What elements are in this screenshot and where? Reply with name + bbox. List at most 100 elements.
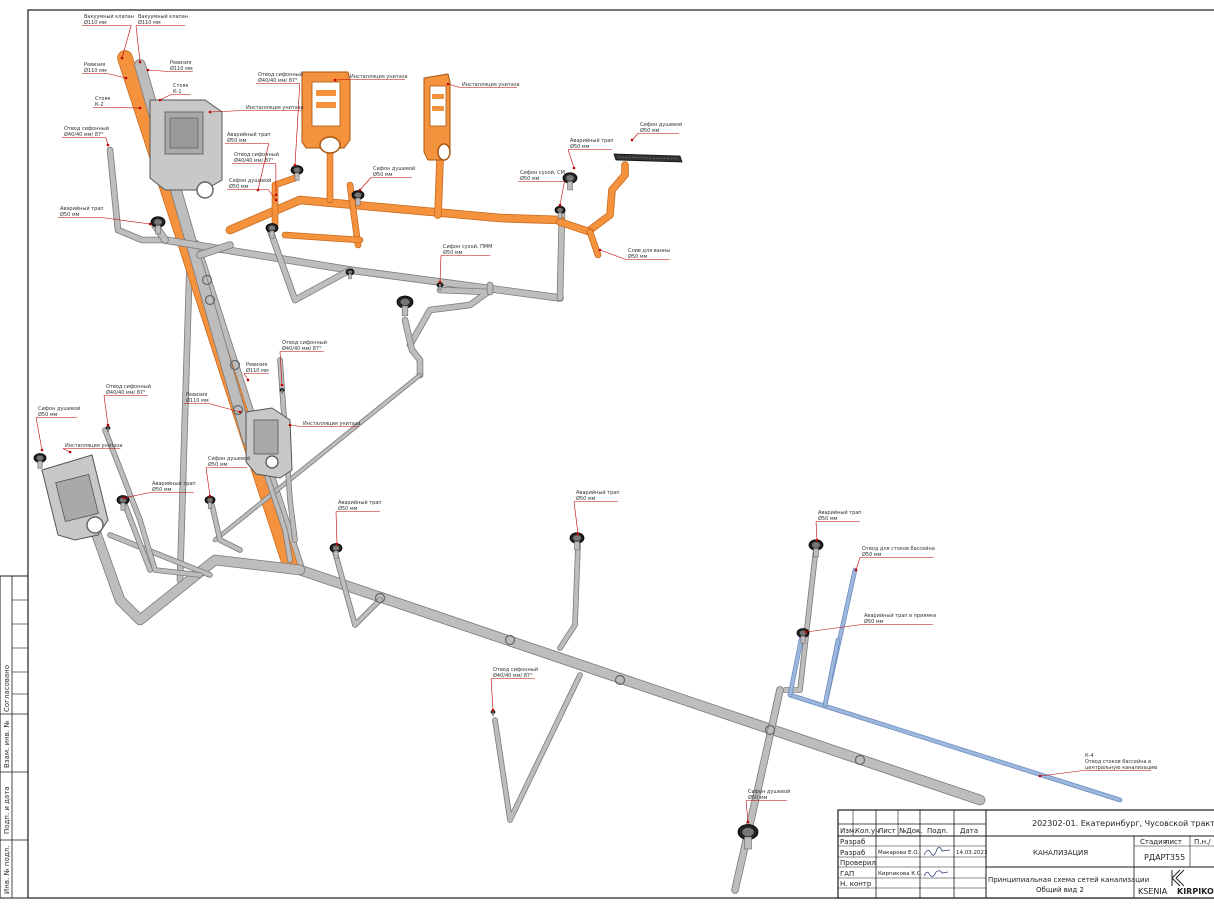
annotation-inst5-line-1: Инсталляция унитаза [65,443,123,449]
tb-date-2: 14.03.2023 [956,850,988,856]
pipe-segment-32 [557,542,581,651]
annotation-stk2-line-2: К-2 [95,102,104,108]
annotation-avt1-line-1: Аварийный трап [227,131,271,138]
pipe-segment-11 [434,156,444,219]
tb-role-5: Н. контр [840,880,872,888]
pipe-coupling-2 [229,359,241,371]
pipe-segment-15 [556,218,594,236]
pipe-segment-21 [401,316,424,379]
annotation-otv4-line-2: Ø40/40 мм/ 87° [282,345,322,352]
annotation-sliv-line-1: Слив для ванны [628,248,670,254]
annotation-k4-line-1: К-4 [1085,753,1094,759]
annotation-sifpmm-line-1: Сифон сухой, ПММ [443,243,492,250]
annotation-otv3-line-2: Ø40/40 мм/ 87° [234,157,274,164]
annotation-stk1-line-1: Стояк [173,83,189,89]
pipe-coupling-8 [854,754,866,766]
floor-drain-3 [265,223,279,239]
annotation-otv2-line-1: Отвод сифонный [258,71,303,78]
pipe-network [89,50,1123,894]
shower-channel-drain [613,153,683,163]
floor-drain-5 [562,172,578,191]
pipe-segment-26 [102,427,203,578]
floor-drain-16 [345,268,355,280]
tb-header-koluch: Кол.уч [855,827,879,835]
tb-header-ndok: №Док. [899,827,923,835]
annotation-sifd1-line-1: Сифон душевой [229,177,271,184]
annotation-sifd3-line-1: Сифон душевой [373,165,415,172]
stamp-vzam-inv: Взам. инв. № [3,720,11,768]
floor-drain-11 [329,543,343,559]
annotation-sifd5-line-2: Ø50 мм [208,461,228,468]
annotation-avt3-line-1: Аварийный трап [60,205,104,212]
tb-total-label: П.н./ [1194,838,1211,846]
toilet-installation-orange-2 [423,73,451,161]
annotation-sifpmm-line-2: Ø50 мм [443,249,463,256]
floor-drain-9 [204,495,216,509]
annotation-rev3-line-1: Ревизия [246,362,267,368]
annotation-sifsuh-line-1: Сифон сухой, СМ [520,169,565,176]
pipe-segment-9 [271,174,299,229]
annotation-inst4: Инсталляция унитаза [288,421,361,427]
annotation-otv3-line-1: Отвод сифонный [234,151,279,158]
tb-doc-code: РДАР [1144,853,1166,862]
title-block: 202302-01. Екатеринбург, Чусовской тракт… [837,809,1214,899]
fixtures [41,71,683,541]
annotation-sifsuh-line-2: Ø50 мм [520,175,540,182]
tb-role-2: Разраб [840,849,865,857]
stamp-inv-podl: Инв. № подл. [3,846,11,894]
annotation-rev3-line-2: Ø110 мм [246,367,269,374]
annotation-otv1-line-1: Отвод сифонный [64,125,109,132]
pipe-segment-8 [225,195,565,235]
toilet-installation-grey-middle [245,407,293,479]
annotation-vac2-line-1: Вакуумный клапан [138,13,188,20]
annotation-otvbas-line-1: Отвод для стоков бассейна [862,545,935,552]
annotation-avt2-line-1: Аварийный трап [570,137,614,144]
company-logo: KSENIA KIRPIKOV [1138,869,1214,896]
pipe-segment-7 [196,241,234,259]
tb-header-izm: Изм. [840,827,856,835]
annotation-otv4-line-1: Отвод сифонный [282,339,327,346]
tb-sheet-code: Т355 [1164,853,1185,862]
annotation-sifd2-line-1: Сифон душевой [640,121,682,128]
annotation-otv5-line-1: Отвод сифонный [106,383,151,390]
pipe-segment-14 [586,161,629,234]
pipe-segment-36 [787,692,1123,803]
annotation-rev2-line-2: Ø110 мм [170,65,193,72]
annotation-otv6-line-2: Ø40/40 мм/ 87° [493,672,533,679]
pipe-coupling-4 [374,592,386,604]
annotation-otv1-line-2: Ø40/40 мм/ 87° [64,131,104,138]
floor-drain-1 [150,216,166,235]
annotation-avt6-line-2: Ø50 мм [576,495,596,502]
annotation-sifd4-line-2: Ø50 мм [38,411,58,418]
side-stamp: Согласовано Взам. инв. № Подп. и дата Ин… [0,575,29,899]
tb-header-podp: Подп. [927,827,948,835]
pipe-segment-35 [731,686,784,894]
annotation-avt7-line-1: Аварийный трап [818,509,862,516]
floor-drain-12 [569,532,585,551]
annotation-vac1-line-1: Вакуумный клапан [84,13,134,20]
tb-sheet-title-1: Принципиальная схема сетей канализации [988,876,1149,884]
tb-project-code: 202302-01. Екатеринбург, Чусовской тракт… [1032,819,1214,828]
pipe-segment-17 [106,146,169,244]
annotation-sliv-line-2: Ø50 мм [628,253,648,260]
floor-drain-17 [436,282,444,291]
pipe-coupling-9 [204,294,216,306]
pipe-segment-12 [346,181,362,249]
pipe-segment-24 [89,524,306,626]
pipe-segment-34 [782,545,819,693]
floor-drain-10 [33,453,47,469]
annotation-sifd6-line-2: Ø50 мм [748,794,768,801]
